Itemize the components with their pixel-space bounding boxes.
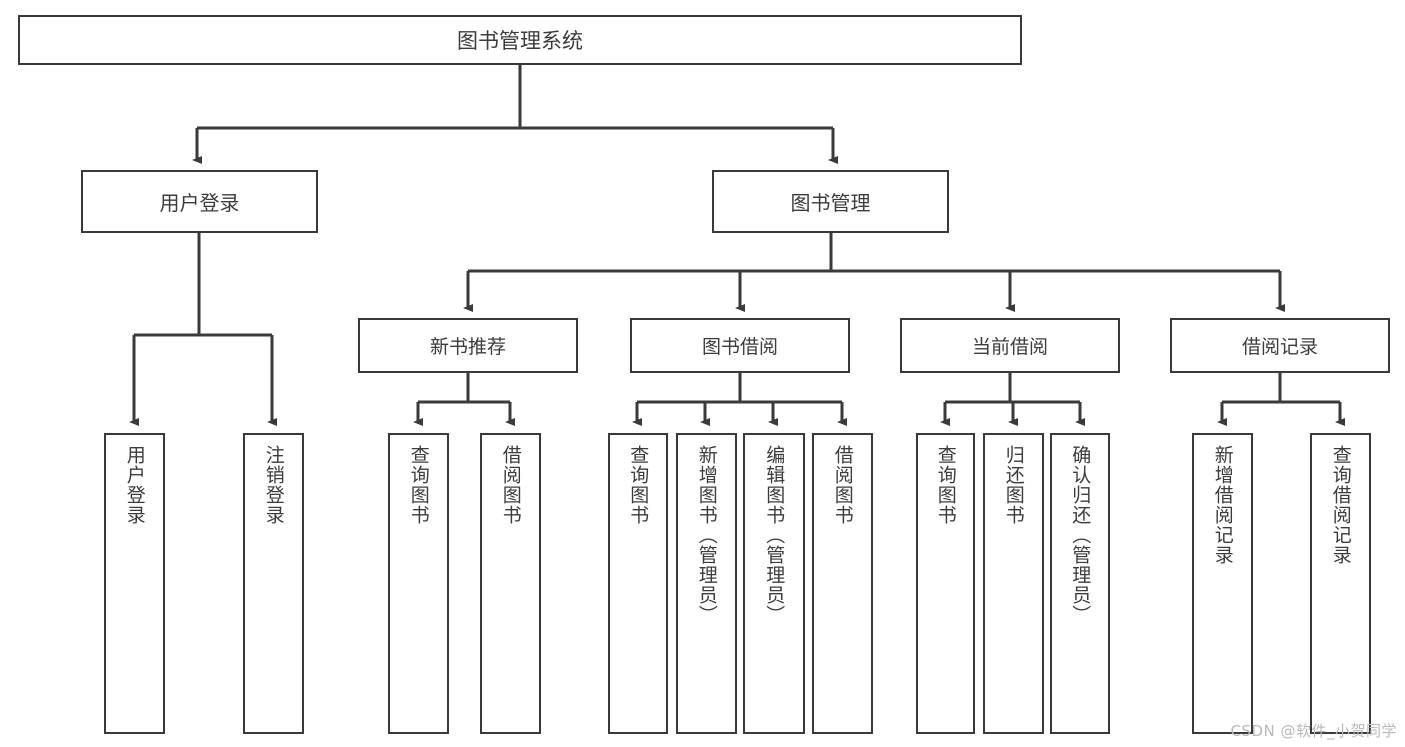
leaf-recommend-query-book[interactable]: 查询图书 bbox=[388, 433, 449, 734]
node-label: 图书借阅 bbox=[701, 336, 778, 358]
node-user-login[interactable]: 用户登录 bbox=[81, 170, 318, 233]
node-borrow-record[interactable]: 借阅记录 bbox=[1170, 318, 1390, 373]
leaf-current-confirm-return[interactable]: 确认归还（管理员） bbox=[1050, 433, 1110, 734]
node-root-system[interactable]: 图书管理系统 bbox=[18, 15, 1022, 65]
node-label: 用户登录 bbox=[159, 191, 240, 215]
leaf-label: 查询图书 bbox=[627, 445, 650, 525]
leaf-borrow-edit-book[interactable]: 编辑图书（管理员） bbox=[743, 433, 805, 734]
node-label: 新书推荐 bbox=[429, 336, 506, 358]
leaf-user-login-signin[interactable]: 用户登录 bbox=[104, 433, 165, 734]
leaf-current-return-book[interactable]: 归还图书 bbox=[983, 433, 1044, 734]
leaf-borrow-query-book[interactable]: 查询图书 bbox=[608, 433, 668, 734]
leaf-label: 注销登录 bbox=[262, 445, 285, 525]
leaf-label: 查询图书 bbox=[407, 445, 430, 525]
leaf-label: 归还图书 bbox=[1002, 445, 1025, 525]
node-label: 借阅记录 bbox=[1241, 336, 1318, 358]
node-new-book-recommend[interactable]: 新书推荐 bbox=[358, 318, 578, 373]
leaf-label: 查询图书 bbox=[934, 445, 957, 525]
leaf-label: 查询借阅记录 bbox=[1329, 445, 1352, 565]
leaf-label: 新增借阅记录 bbox=[1211, 445, 1234, 565]
node-label: 图书管理系统 bbox=[457, 29, 583, 53]
leaf-label: 新增图书（管理员） bbox=[695, 445, 718, 625]
leaf-label: 确认归还（管理员） bbox=[1069, 445, 1092, 625]
leaf-borrow-add-book[interactable]: 新增图书（管理员） bbox=[676, 433, 737, 734]
csdn-watermark: CSDN @软件_小贺同学 bbox=[1230, 722, 1397, 740]
node-book-borrow[interactable]: 图书借阅 bbox=[630, 318, 850, 373]
node-book-management[interactable]: 图书管理 bbox=[712, 170, 949, 233]
leaf-current-query-book[interactable]: 查询图书 bbox=[916, 433, 975, 734]
leaf-record-query-record[interactable]: 查询借阅记录 bbox=[1310, 433, 1371, 734]
leaf-record-add-record[interactable]: 新增借阅记录 bbox=[1192, 433, 1253, 734]
leaf-label: 借阅图书 bbox=[831, 445, 854, 525]
leaf-recommend-borrow-book[interactable]: 借阅图书 bbox=[480, 433, 541, 734]
leaf-borrow-borrow-book[interactable]: 借阅图书 bbox=[812, 433, 873, 734]
leaf-user-login-signout[interactable]: 注销登录 bbox=[243, 433, 304, 734]
node-label: 当前借阅 bbox=[971, 336, 1048, 358]
node-label: 图书管理 bbox=[790, 191, 871, 215]
node-current-borrow[interactable]: 当前借阅 bbox=[900, 318, 1120, 373]
leaf-label: 编辑图书（管理员） bbox=[763, 445, 786, 625]
leaf-label: 用户登录 bbox=[123, 445, 146, 525]
leaf-label: 借阅图书 bbox=[499, 445, 522, 525]
